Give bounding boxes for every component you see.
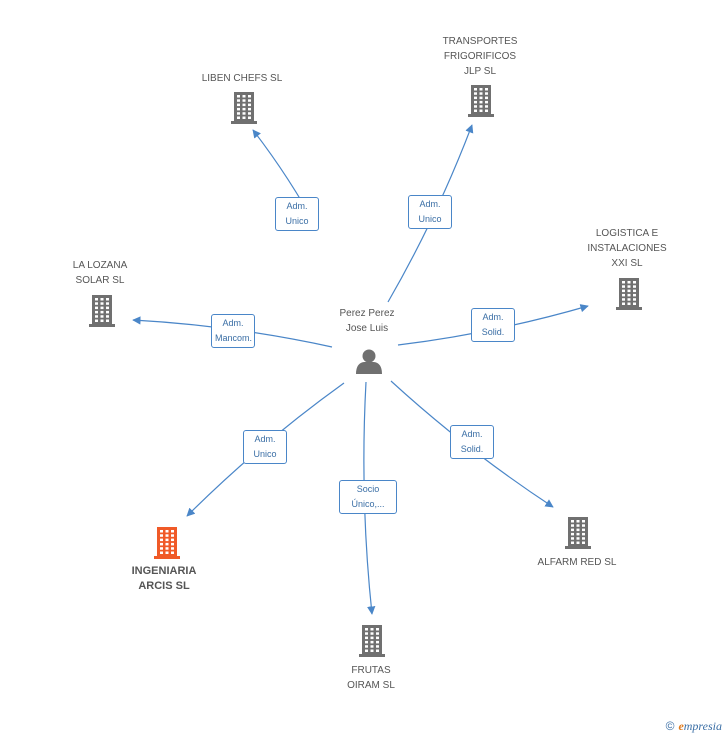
brand-name: mpresia: [683, 719, 722, 733]
edge-label-alfarm-line: Adm.: [461, 429, 483, 439]
company-label-frutas-line: FRUTAS: [351, 665, 391, 676]
company-label-ingeniaria[interactable]: INGENIARIA ARCIS SL: [94, 564, 234, 594]
company-label-lozana-line: SOLAR SL: [75, 275, 125, 286]
edge-label-transportes-line: Unico: [418, 214, 442, 224]
edge-label-transportes-line: Adm.: [419, 199, 441, 209]
edge-label-logistica-line: Solid.: [481, 327, 505, 337]
building-icon-lozana[interactable]: [89, 295, 115, 327]
edge-label-alfarm: Adm. Solid.: [450, 425, 494, 459]
company-label-ingeniaria-line: ARCIS SL: [138, 580, 190, 592]
edge-label-liben-line: Adm.: [286, 201, 308, 211]
edge-label-liben-line: Unico: [285, 216, 309, 226]
company-label-liben-line: LIBEN CHEFS SL: [201, 73, 283, 84]
company-label-alfarm[interactable]: ALFARM RED SL: [507, 555, 647, 570]
company-label-transportes-line: FRIGORIFICOS: [443, 51, 517, 62]
building-icon-frutas[interactable]: [359, 625, 385, 657]
edge-label-frutas-line: Socio: [356, 484, 380, 494]
edge-label-lozana-line: Mancom.: [215, 333, 253, 343]
company-label-ingeniaria-line: INGENIARIA: [131, 565, 197, 577]
company-label-liben[interactable]: LIBEN CHEFS SL: [172, 71, 312, 86]
edge-label-ingeniaria-line: Adm.: [254, 434, 276, 444]
building-icon-ingeniaria[interactable]: [154, 527, 180, 559]
building-icon-liben[interactable]: [231, 92, 257, 124]
edge-label-liben: Adm. Unico: [275, 197, 319, 231]
building-icon-alfarm[interactable]: [565, 517, 591, 549]
edge-label-frutas-line: Único,...: [351, 499, 385, 509]
company-label-alfarm-line: ALFARM RED SL: [537, 557, 617, 568]
brand-watermark: ©empresia: [666, 719, 722, 734]
edge-label-lozana: Adm. Mancom.: [211, 314, 255, 348]
edge-label-logistica-line: Adm.: [482, 312, 504, 322]
copyright-symbol: ©: [665, 719, 675, 733]
edge-label-ingeniaria: Adm. Unico: [243, 430, 287, 464]
company-label-logistica-line: LOGISTICA E: [595, 228, 659, 239]
company-label-transportes-line: TRANSPORTES: [442, 36, 518, 47]
building-icon-logistica[interactable]: [616, 278, 642, 310]
edge-label-ingeniaria-line: Unico: [253, 449, 277, 459]
building-icon-transportes[interactable]: [468, 85, 494, 117]
edge-label-lozana-line: Adm.: [222, 318, 244, 328]
company-label-transportes-line: JLP SL: [463, 66, 497, 77]
company-label-frutas[interactable]: FRUTAS OIRAM SL: [301, 663, 441, 693]
company-label-logistica-line: XXI SL: [611, 258, 643, 269]
edge-label-logistica: Adm. Solid.: [471, 308, 515, 342]
company-label-lozana[interactable]: LA LOZANA SOLAR SL: [30, 258, 170, 288]
person-icon[interactable]: [356, 349, 382, 375]
company-label-logistica[interactable]: LOGISTICA E INSTALACIONES XXI SL: [557, 226, 697, 271]
company-label-logistica-line: INSTALACIONES: [587, 243, 667, 254]
edge-label-transportes: Adm. Unico: [408, 195, 452, 229]
center-person-name-line: Jose Luis: [345, 323, 389, 334]
brand-initial: e: [678, 719, 684, 733]
company-label-transportes[interactable]: TRANSPORTES FRIGORIFICOS JLP SL: [410, 34, 550, 79]
company-label-frutas-line: OIRAM SL: [347, 680, 395, 691]
center-person-name-line: Perez Perez: [339, 308, 395, 319]
company-label-lozana-line: LA LOZANA: [72, 260, 128, 271]
edge-label-alfarm-line: Solid.: [460, 444, 484, 454]
